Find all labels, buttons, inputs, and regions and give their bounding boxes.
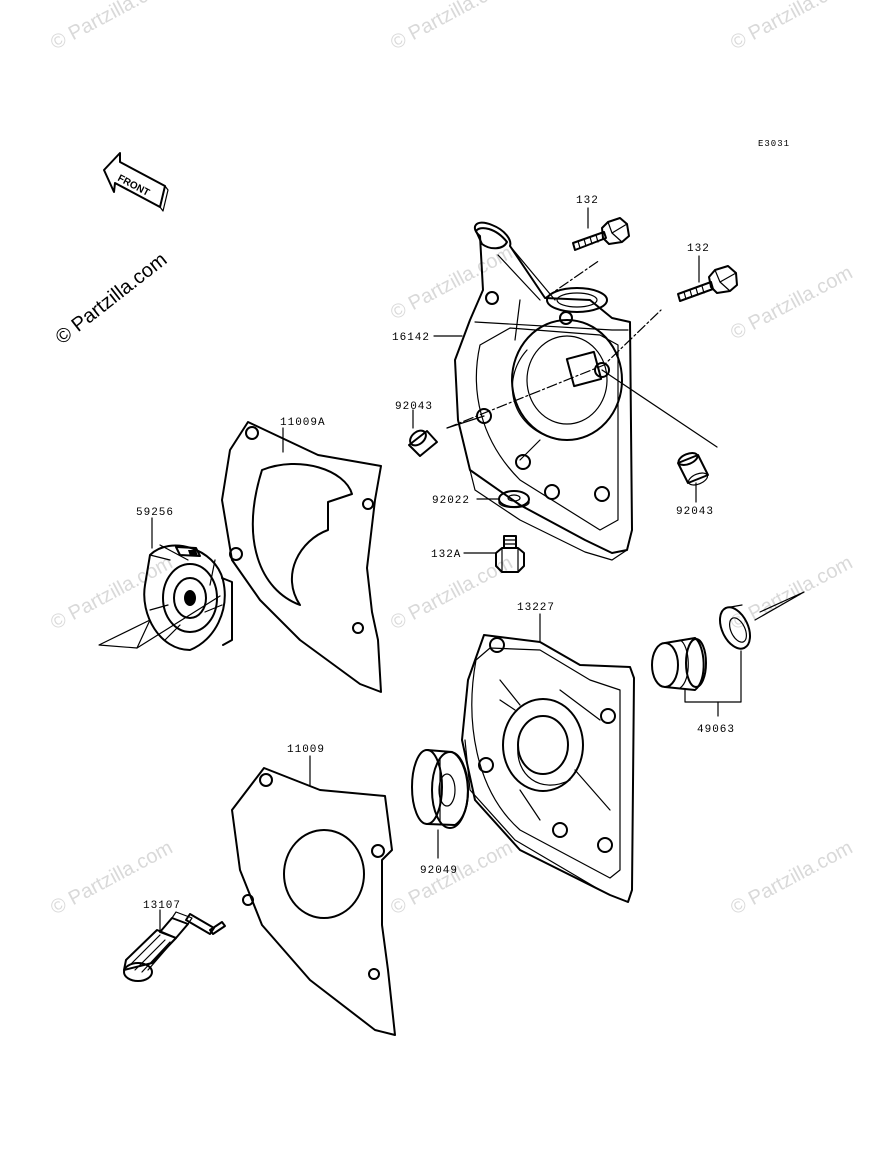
watermark: © Partzilla.com <box>47 0 176 54</box>
seal-92049-icon <box>411 749 469 829</box>
part-number-92022: 92022 <box>432 495 470 507</box>
part-number-132-lower: 132 <box>687 243 710 255</box>
shaft-13107-icon <box>123 911 226 982</box>
watermarks: © Partzilla.com © Partzilla.com © Partzi… <box>47 0 856 919</box>
bolt-132A-icon <box>495 535 525 573</box>
brand-label: © Partzilla.com <box>52 249 172 349</box>
part-number-16142: 16142 <box>392 332 430 344</box>
dowel-pin-92043-left-icon <box>408 429 438 457</box>
diagram-code: E3031 <box>758 139 790 149</box>
part-number-132-upper: 132 <box>576 195 599 207</box>
part-number-92049: 92049 <box>420 865 458 877</box>
impeller-59256 <box>143 544 233 651</box>
part-number-92043-right: 92043 <box>676 506 714 518</box>
pump-cover-13227 <box>461 634 635 903</box>
assembly-guide-lines <box>446 259 718 448</box>
front-arrow-icon: FRONT <box>103 152 169 212</box>
watermark: © Partzilla.com <box>727 0 856 54</box>
part-number-49063: 49063 <box>697 724 735 736</box>
part-number-11009: 11009 <box>287 744 325 756</box>
watermark: © Partzilla.com <box>387 242 516 325</box>
part-number-13107: 13107 <box>143 900 181 912</box>
watermark: © Partzilla.com <box>47 552 176 635</box>
bushing-49063-left-icon <box>651 637 707 691</box>
watermark: © Partzilla.com <box>727 262 856 345</box>
part-number-11009A: 11009A <box>280 417 326 429</box>
dowel-pin-92043-right-icon <box>677 452 709 486</box>
bolt-132-lower-icon <box>677 265 738 302</box>
part-number-92043-left: 92043 <box>395 401 433 413</box>
watermark: © Partzilla.com <box>727 837 856 920</box>
pump-housing-16142 <box>454 221 633 561</box>
gasket-11009 <box>231 767 396 1036</box>
bolt-132-upper-icon <box>572 217 630 251</box>
bushing-49063-right-icon <box>718 604 752 650</box>
part-number-59256: 59256 <box>136 507 174 519</box>
part-number-13227: 13227 <box>517 602 555 614</box>
part-labels: 132 132 16142 92043 92043 92022 132A 110… <box>98 195 805 933</box>
washer-92022-icon <box>498 490 530 509</box>
watermark: © Partzilla.com <box>387 837 516 920</box>
gasket-11009A <box>221 421 382 693</box>
watermark: © Partzilla.com <box>387 0 516 54</box>
part-number-132A: 132A <box>431 549 461 561</box>
